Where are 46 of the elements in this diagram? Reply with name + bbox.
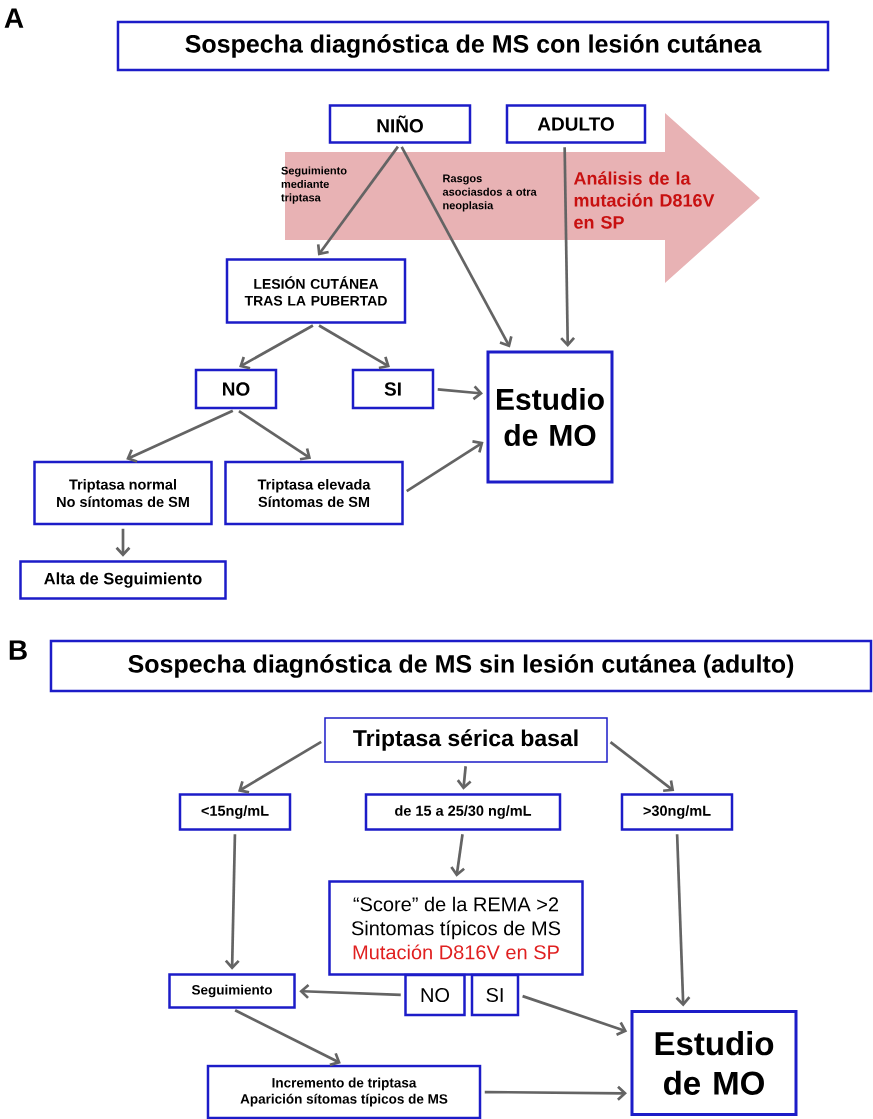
arrow <box>234 1009 341 1067</box>
band-text: Análisis de la mutación D816V en SP <box>573 171 715 229</box>
arrow <box>238 740 322 794</box>
result-box: Estudio de MO <box>630 1010 798 1116</box>
arrow <box>238 410 312 461</box>
process-box: Alta de Seguimiento <box>19 560 227 600</box>
arrow <box>406 440 484 493</box>
process-box: “Score” de la REMA >2 Sintomas típicos de MS Mutación D816V en SP <box>328 880 584 976</box>
arrow <box>115 528 131 557</box>
edge-label: Seguimiento mediante triptasa <box>281 166 347 204</box>
process-box: ADULTO <box>505 104 647 144</box>
arrow <box>522 994 628 1036</box>
process-box: SI <box>351 368 435 410</box>
edge-label: Rasgos asociasdos a otra neoplasia <box>442 174 537 212</box>
arrow <box>224 834 240 970</box>
process-box: NO <box>404 973 466 1017</box>
arrow <box>126 409 234 463</box>
panel-letter: A <box>4 8 24 28</box>
arrow <box>318 324 390 370</box>
process-box: Triptasa sérica basal <box>324 717 608 763</box>
process-box: Seguimiento <box>168 973 296 1009</box>
arrow <box>675 834 691 1007</box>
arrow <box>484 1085 627 1101</box>
arrow <box>316 145 399 256</box>
process-box: Triptasa elevada Síntomas de SM <box>224 460 404 526</box>
process-box: NO <box>194 368 278 410</box>
arrow <box>437 385 483 401</box>
panel-letter: B <box>9 640 27 660</box>
title-box: Sospecha diagnóstica de MS con lesión cutánea <box>116 20 830 72</box>
arrow <box>560 147 576 347</box>
arrow <box>299 984 401 999</box>
arrow <box>400 146 513 348</box>
result-box: Estudio de MO <box>486 350 614 484</box>
process-box: Triptasa normal No síntomas de SM <box>33 460 213 526</box>
process-box: de 15 a 25/30 ng/mL <box>364 793 562 831</box>
process-box: Incremento de triptasa Aparición sítomas típicos de MS <box>206 1064 482 1119</box>
arrow <box>239 324 314 370</box>
arrow <box>450 834 465 877</box>
process-box: <15ng/mL <box>178 793 292 831</box>
process-box: LESIÓN CUTÁNEA TRAS LA PUBERTAD <box>225 258 407 324</box>
title-box: Sospecha diagnóstica de MS sin lesión cutánea (adulto) <box>49 639 873 693</box>
process-box: SI <box>470 973 520 1017</box>
arrow <box>609 741 675 793</box>
process-box: >30ng/mL <box>620 793 734 831</box>
process-box: NIÑO <box>328 104 472 144</box>
arrow <box>456 766 472 790</box>
